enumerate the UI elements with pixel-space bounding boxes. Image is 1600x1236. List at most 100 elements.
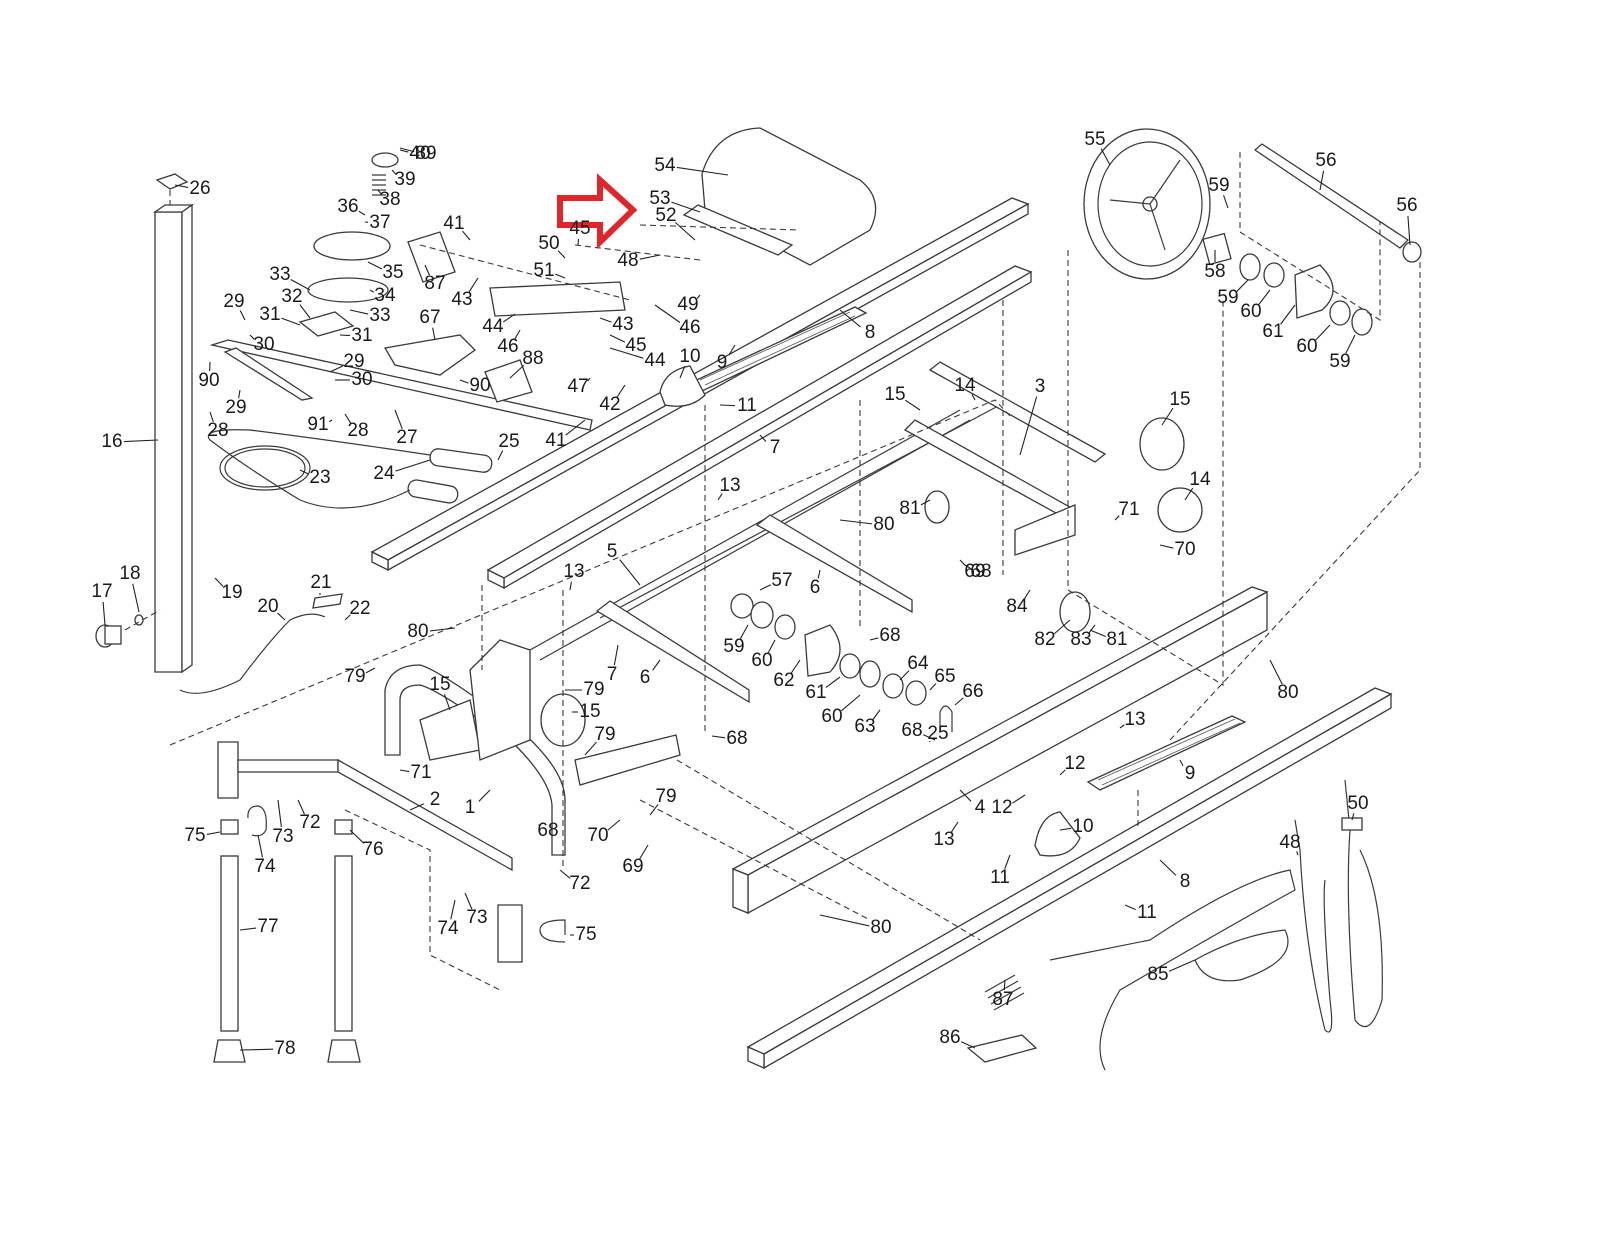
callout-label: 14 [1189,469,1211,490]
callout-label: 60 [1296,336,1317,357]
leader-line [584,741,597,756]
callout-label: 76 [362,839,383,860]
leader-line [239,1048,274,1051]
leader-line [1100,148,1111,166]
callout-label: 45 [625,335,646,356]
callout-label: 13 [1124,709,1145,730]
leader-line [1159,859,1177,876]
leader-line [1003,979,1006,991]
leader-line [497,450,504,461]
callout-label: 73 [272,826,293,847]
callout-label: 43 [612,314,633,335]
leader-line [299,304,311,319]
callout-label: 87 [992,989,1013,1010]
leader-line [929,683,937,691]
leader-line [717,493,723,501]
base-frame [217,741,523,963]
leader-line [509,364,525,379]
callout-label: 11 [1137,902,1157,923]
callout-label: 60 [821,706,842,727]
callout-label: 65 [934,666,955,687]
callout-label: 80 [870,917,891,938]
callout-label: 83 [1070,629,1091,650]
callout-label: 71 [1118,499,1139,520]
callout-label: 81 [1106,629,1127,650]
callout-label: 6 [640,667,651,688]
callout-label: 80 [1277,682,1298,703]
leader-line [462,230,471,241]
front-frame [384,639,681,856]
callout-label: 4 [975,797,986,818]
leader-line [652,659,661,671]
leader-line [676,166,729,176]
leader-line [639,254,661,260]
footplate-lower [1086,715,1247,791]
callout-label: 33 [369,305,390,326]
leader-line [654,304,681,323]
callout-label: 68 [970,561,991,582]
leader-line [214,577,224,587]
leader-line [459,379,469,384]
callout-label: 84 [1006,596,1028,617]
callout-label: 57 [771,570,792,591]
callout-label: 11 [737,395,757,416]
callout-label: 72 [299,812,320,833]
callout-label: 69 [964,561,985,582]
leader-line [1258,289,1271,305]
callout-label: 59 [1208,175,1229,196]
leader-line [1315,324,1331,341]
leader-line [1351,813,1355,821]
leader-line [1223,195,1229,209]
highlight-arrow [557,173,638,250]
rear-frame [903,361,1203,633]
leader-line [399,147,415,153]
callout-label: 47 [567,376,588,397]
callout-label: 80 [873,514,894,535]
callout-label: 75 [184,825,205,846]
leader-line [344,614,351,621]
leader-line [1124,904,1136,911]
callout-label: 28 [207,420,228,441]
leader-line [619,559,641,586]
leader-line [299,469,310,475]
leader-line [869,637,879,641]
callout-label: 90 [469,375,490,396]
callout-label: 30 [253,334,274,355]
leader-line [1054,619,1071,635]
callout-label: 82 [1034,629,1055,650]
leader-line [257,834,263,858]
callout-label: 61 [1262,321,1283,342]
callout-label: 9 [1185,763,1196,784]
callout-label: 22 [349,598,370,619]
leader-line [904,399,921,411]
callout-label: 50 [538,233,559,254]
callout-label: 91 [307,414,328,435]
leader-line [950,821,959,833]
callout-label: 35 [382,262,403,283]
callout-label: 3 [1035,376,1046,397]
callout-label: 70 [587,825,608,846]
callout-label: 90 [198,370,219,391]
callout-label: 27 [396,427,417,448]
leader-line [123,439,159,443]
callout-label: 44 [644,350,666,371]
leader-line [1088,624,1096,634]
callout-label: 38 [379,189,400,210]
leader-line [209,411,214,422]
leader-line [503,313,516,323]
leader-line [1159,544,1174,549]
leader-line [674,221,696,241]
leader-line [399,149,409,153]
callout-label: 51 [533,260,554,281]
callout-label: 19 [221,582,242,603]
leader-line [1019,396,1038,456]
callout-label: 85 [1147,964,1168,985]
leader-line [959,789,972,802]
callout-label: 72 [569,873,590,894]
callout-label: 37 [369,212,390,233]
leader-line [478,789,491,802]
callout-label: 17 [91,581,112,602]
callout-label: 13 [719,475,740,496]
callout-label: 62 [773,670,794,691]
callout-label: 61 [805,682,826,703]
